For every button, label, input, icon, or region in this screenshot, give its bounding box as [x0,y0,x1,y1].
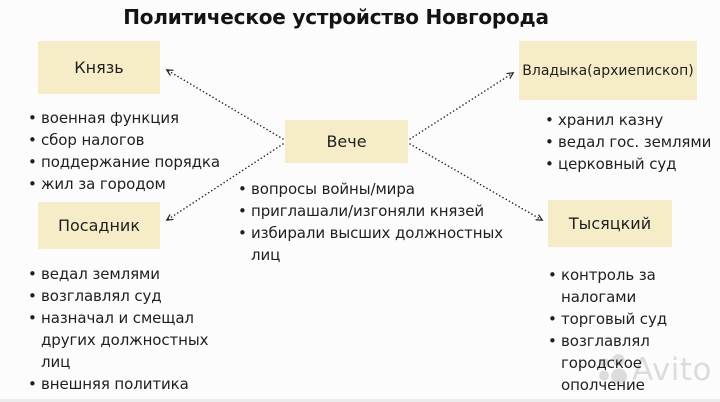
node-tysyatsky: Тысяцкий [548,200,672,247]
list-item: назначал и смещал других должностных лиц [28,307,211,373]
node-veche: Вече [285,120,408,163]
veche-functions-list: вопросы войны/мира приглашали/изгоняли к… [238,178,508,266]
list-item: внешняя политика [28,373,211,395]
list-item: ведал землями [28,263,211,285]
list-item: жил за городом [28,173,223,195]
list-item: церковный суд [545,153,718,175]
tysyatsky-functions-list: контроль за налогами торговый суд возгла… [548,264,681,396]
list-item: контроль за налогами [548,264,681,308]
image-bottom-edge [0,399,720,402]
node-vladyka: Владыка(архиепископ) [519,41,697,100]
list-item: хранил казну [545,109,718,131]
page-title: Политическое устройство Новгорода [123,5,549,29]
node-posadnik-label: Посадник [57,216,140,235]
node-tysyatsky-label: Тысяцкий [568,214,652,233]
node-knyaz-label: Князь [74,58,124,77]
node-veche-label: Вече [326,132,367,151]
node-vladyka-label: Владыка(архиепископ) [522,62,694,79]
node-posadnik: Посадник [38,202,160,249]
list-item: ведал гос. землями [545,131,718,153]
list-item: поддержание порядка [28,151,223,173]
list-item: вопросы войны/мира [238,178,508,200]
list-item: торговый суд [548,308,681,330]
arrow-veche-to-vladyka [409,73,513,140]
list-item: возглавлял суд [28,285,211,307]
knyaz-functions-list: военная функция сбор налогов поддержание… [28,107,223,195]
list-item: военная функция [28,107,223,129]
node-knyaz: Князь [38,41,160,94]
list-item: сбор налогов [28,129,223,151]
list-item: избирали высших должностных лиц [238,222,508,266]
vladyka-functions-list: хранил казну ведал гос. землями церковны… [545,109,718,175]
posadnik-functions-list: ведал землями возглавлял суд назначал и … [28,263,211,395]
list-item: возглавлял городское ополчение [548,330,681,396]
list-item: приглашали/изгоняли князей [238,200,508,222]
